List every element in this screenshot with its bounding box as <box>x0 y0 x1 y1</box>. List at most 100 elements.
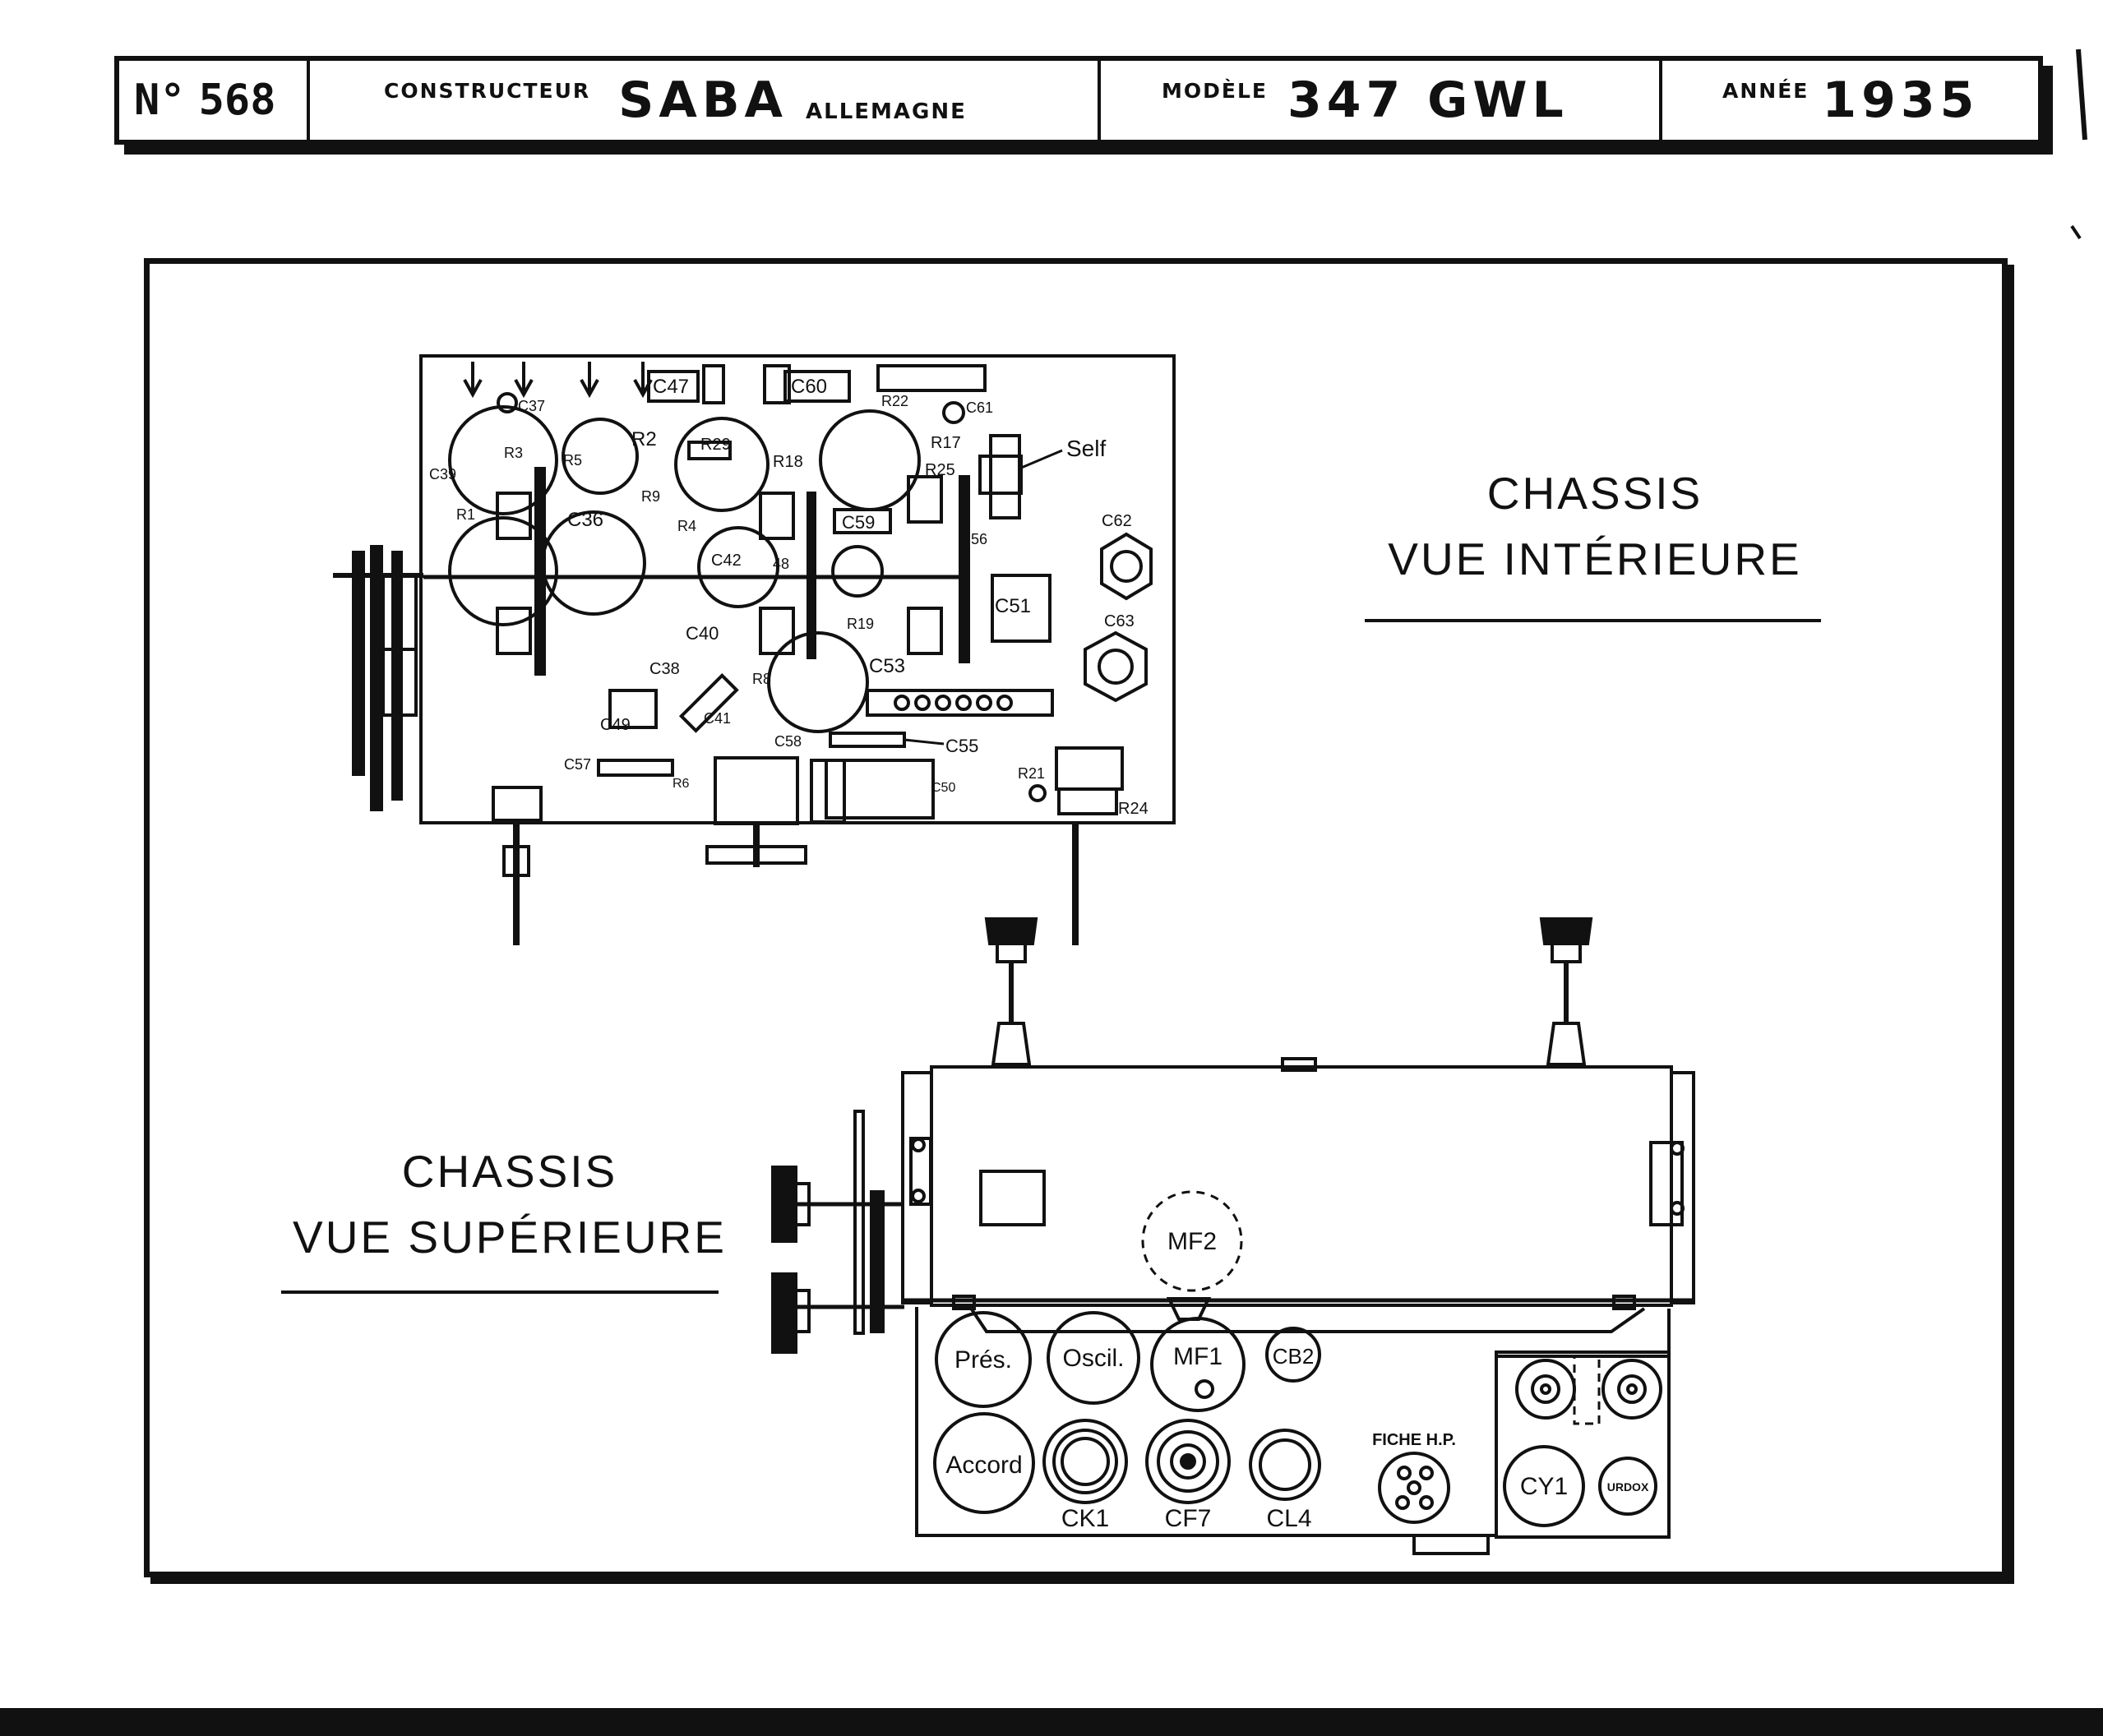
capacitor-can <box>831 545 884 598</box>
label-r25: R25 <box>925 461 955 479</box>
component <box>763 364 791 404</box>
tube-cf7-pin <box>1180 1453 1196 1470</box>
lower-chassis-plate <box>915 1307 1671 1537</box>
diagram-frame <box>144 258 2008 1577</box>
leader-self <box>1019 449 1063 470</box>
tube-socket <box>674 417 770 512</box>
label-r5: R5 <box>563 452 582 469</box>
label-cf7: CF7 <box>1165 1505 1212 1532</box>
label-c42: C42 <box>711 552 742 570</box>
maker-cell: CONSTRUCTEUR SABA ALLEMAGNE <box>384 61 1206 140</box>
tube-oscil <box>1047 1311 1140 1405</box>
label-accord: Accord <box>945 1452 1022 1479</box>
label-r3: R3 <box>504 445 523 461</box>
interior-caption: CHASSIS VUE INTÉRIEURE <box>1348 460 1842 592</box>
interior-caption-line2: VUE INTÉRIEURE <box>1388 533 1802 584</box>
label-c61: C61 <box>966 399 993 416</box>
model-cell: MODÈLE 347 GWL <box>1162 61 1737 140</box>
board-strip <box>807 492 816 659</box>
dial-disc <box>370 545 383 811</box>
component <box>810 759 846 824</box>
label-r19: R19 <box>847 616 874 632</box>
resistor-r29 <box>687 441 732 460</box>
knob-left-bushing <box>991 1022 1032 1066</box>
label-r6: R6 <box>672 777 690 791</box>
label-r1: R1 <box>456 506 475 523</box>
component-r22 <box>876 364 987 392</box>
label-mf1: MF1 <box>1173 1343 1223 1370</box>
chassis-bevel <box>968 1305 1646 1333</box>
label-r22: R22 <box>881 393 908 409</box>
interior-caption-rule <box>1365 619 1821 622</box>
tube-socket <box>448 405 558 515</box>
interior-caption-line1: CHASSIS <box>1486 468 1703 519</box>
knob-right <box>1539 917 1593 945</box>
dial-disc <box>352 551 365 776</box>
label-r2: R2 <box>631 428 657 450</box>
dial-plate-back <box>870 1190 885 1333</box>
label-pres: Prés. <box>954 1346 1012 1374</box>
label-mf2: MF2 <box>1167 1228 1217 1255</box>
hex-nut-c62 <box>1100 532 1153 601</box>
tube-cf7-inner <box>1157 1430 1219 1493</box>
header-divider <box>307 61 310 140</box>
year-value: 1935 <box>1822 72 1980 129</box>
label-c60: C60 <box>791 376 827 398</box>
terminal <box>942 401 965 424</box>
top-terminals <box>463 362 653 399</box>
label-cy1: CY1 <box>1520 1473 1568 1500</box>
component-c47 <box>647 370 700 403</box>
label-c49: C49 <box>600 716 631 734</box>
model-value: 347 GWL <box>1287 72 1569 129</box>
header-bar: N° 568 CONSTRUCTEUR SABA ALLEMAGNE MODÈL… <box>114 56 2043 145</box>
label-fiche-hp: FICHE H.P. <box>1372 1431 1456 1449</box>
knob-side-upper <box>771 1166 797 1243</box>
label-r9: R9 <box>641 488 660 505</box>
label-c63: C63 <box>1104 612 1135 630</box>
control-knob-disc <box>705 845 807 865</box>
control-collar <box>502 845 530 877</box>
label-ck1: CK1 <box>1061 1505 1109 1532</box>
tube-cy1 <box>1503 1445 1585 1527</box>
component-c50 <box>825 759 935 820</box>
label-c36: C36 <box>567 509 603 531</box>
label-r29: R29 <box>700 436 731 454</box>
label-c53: C53 <box>869 655 905 677</box>
scan-edge-bar <box>0 1708 2103 1736</box>
control-base <box>492 786 543 822</box>
knob-left <box>984 917 1038 945</box>
label-c38: C38 <box>649 660 680 678</box>
label-r24: R24 <box>1118 800 1149 818</box>
resistor-r6 <box>597 759 674 777</box>
hidden-component <box>1573 1355 1601 1425</box>
label-oscil: Oscil. <box>1063 1345 1125 1372</box>
dial-disc <box>391 551 403 801</box>
tube-socket <box>448 516 558 626</box>
tube-urdox <box>1598 1457 1657 1516</box>
label-c39: C39 <box>429 466 456 482</box>
label-r17: R17 <box>931 434 961 452</box>
component-c59 <box>833 508 892 534</box>
component <box>702 364 725 404</box>
maker-value: SABA <box>618 72 788 129</box>
frame-shadow <box>150 265 2014 1584</box>
leader-c55 <box>904 738 945 746</box>
tube-socket <box>819 409 921 511</box>
self-coil <box>989 434 1021 519</box>
label-c57: C57 <box>564 756 591 773</box>
number-label: N° <box>134 76 186 125</box>
tube-cf7-core <box>1170 1443 1206 1480</box>
terminal <box>1028 784 1047 802</box>
self-coil-body <box>978 455 1023 495</box>
label-c48: 48 <box>773 556 789 572</box>
tube-socket <box>562 418 639 495</box>
label-self: Self <box>1066 436 1106 461</box>
top-caption-line2: VUE SUPÉRIEURE <box>293 1212 727 1263</box>
board-strip <box>959 475 970 663</box>
box-end-right <box>1670 1071 1695 1304</box>
label-c51: C51 <box>995 595 1031 617</box>
terminal-strip <box>866 689 1054 717</box>
control-collar <box>1057 787 1118 815</box>
tube-pres <box>935 1311 1032 1408</box>
tube-accord <box>933 1412 1035 1514</box>
